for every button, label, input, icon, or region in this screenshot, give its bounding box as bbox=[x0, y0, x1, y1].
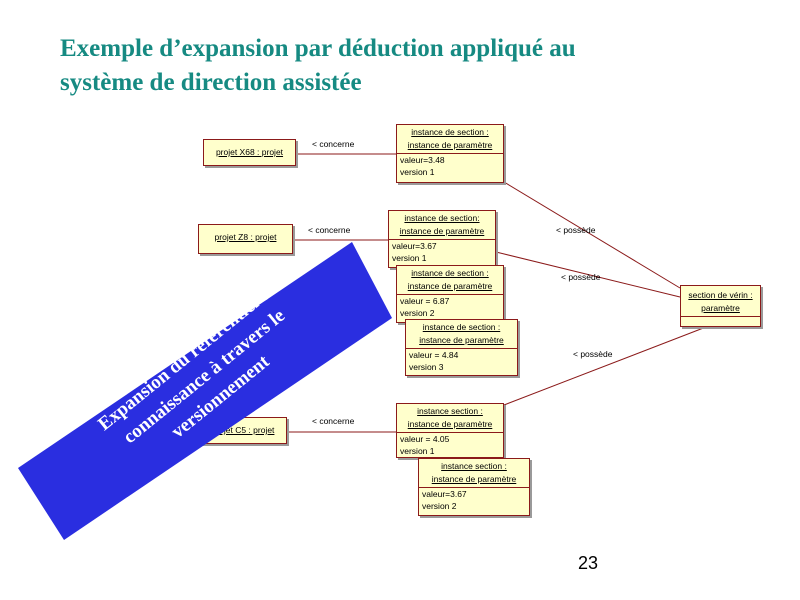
target-section-box[interactable]: section de vérin : paramètre bbox=[680, 285, 761, 327]
project-label: projet Z8 : projet bbox=[214, 232, 277, 242]
section-head: instance section : bbox=[417, 406, 483, 416]
section-head: instance de section : bbox=[411, 268, 489, 278]
concerne-label: < concerne bbox=[308, 225, 351, 235]
section-instance-box[interactable]: instance de section : instance de paramè… bbox=[396, 265, 504, 323]
title-line-1: Exemple d’expansion par déduction appliq… bbox=[60, 35, 576, 62]
section-sub: instance de paramètre bbox=[431, 474, 517, 484]
section-head: instance de section : bbox=[422, 322, 501, 332]
project-label: projet C5 : projet bbox=[211, 425, 275, 435]
section-version: version 2 bbox=[400, 308, 435, 318]
section-head: instance section : bbox=[441, 461, 507, 471]
section-value: valeur = 4.05 bbox=[400, 434, 450, 444]
section-sub: instance de paramètre bbox=[407, 281, 493, 291]
section-sub: instance de paramètre bbox=[419, 335, 504, 345]
section-value: valeur=3.67 bbox=[422, 489, 467, 499]
section-head: instance de section: bbox=[404, 213, 480, 223]
section-value: valeur = 4.84 bbox=[409, 350, 459, 360]
section-version: version 1 bbox=[400, 167, 435, 177]
section-version: version 2 bbox=[422, 501, 457, 511]
concerne-label: < concerne bbox=[312, 416, 355, 426]
target-head: section de vérin : bbox=[688, 290, 753, 300]
possede-line-3 bbox=[503, 326, 707, 406]
section-sub: instance de paramètre bbox=[407, 140, 493, 150]
section-version: version 3 bbox=[409, 362, 444, 372]
project-label: projet X68 : projet bbox=[215, 147, 284, 157]
section-instance-box[interactable]: instance de section : instance de paramè… bbox=[396, 124, 504, 183]
section-version: version 1 bbox=[400, 446, 435, 456]
section-value: valeur=3.67 bbox=[392, 241, 437, 251]
section-instance-box[interactable]: instance de section : instance de paramè… bbox=[405, 319, 518, 376]
possede-label: < possède bbox=[556, 225, 596, 235]
possede-line-2 bbox=[495, 251, 681, 298]
possede-label: < possède bbox=[561, 272, 601, 282]
project-box-x68[interactable]: projet X68 : projet bbox=[203, 139, 296, 166]
section-value: valeur=3.48 bbox=[400, 155, 445, 165]
possede-label: < possède bbox=[573, 349, 613, 359]
project-box-z8[interactable]: projet Z8 : projet bbox=[198, 224, 293, 254]
section-version: version 1 bbox=[392, 253, 427, 263]
section-instance-box[interactable]: instance section : instance de paramètre… bbox=[418, 458, 530, 516]
concerne-label: < concerne bbox=[312, 139, 355, 149]
possede-line-1 bbox=[503, 181, 681, 289]
title-line-2: système de direction assistée bbox=[60, 69, 362, 96]
section-instance-box[interactable]: instance section : instance de paramètre… bbox=[396, 403, 504, 458]
target-sub: paramètre bbox=[701, 303, 740, 313]
page-number: 23 bbox=[578, 553, 599, 573]
section-sub: instance de paramètre bbox=[399, 226, 485, 236]
section-value: valeur = 6.87 bbox=[400, 296, 450, 306]
slide-title: Exemple d’expansion par déduction appliq… bbox=[60, 32, 780, 100]
section-sub: instance de paramètre bbox=[407, 419, 493, 429]
section-head: instance de section : bbox=[411, 127, 489, 137]
